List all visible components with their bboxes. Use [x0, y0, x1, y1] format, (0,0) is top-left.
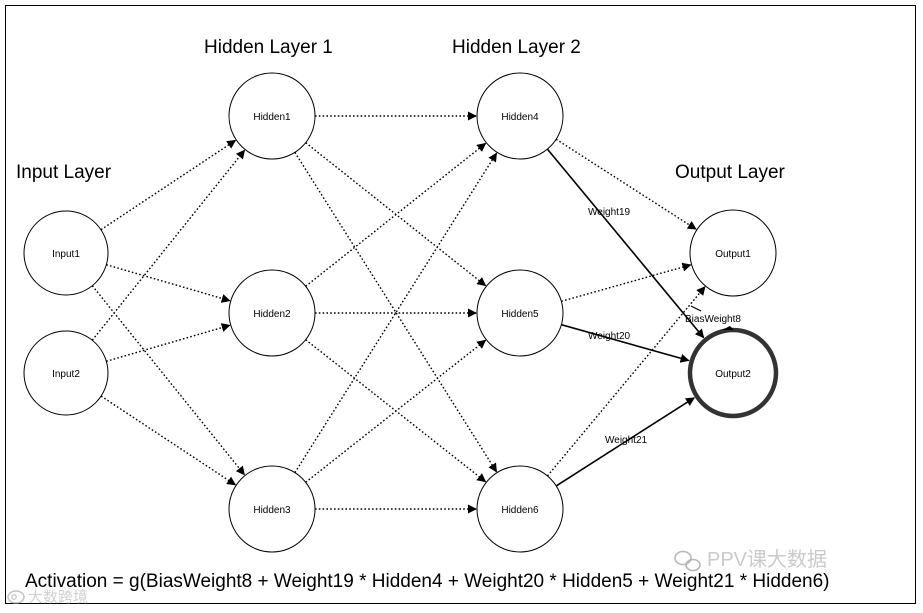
watermark-left: 大数跨境 [7, 588, 88, 606]
edge-hidden4-to-output2 [546, 148, 705, 339]
edge-input1-to-hidden3 [91, 285, 245, 476]
edge-input2-to-hidden1 [91, 149, 246, 341]
node-label-input1: Input1 [52, 249, 80, 260]
edge-label-weight20: Weight20 [588, 331, 631, 342]
layer-title-hidden1: Hidden Layer 1 [204, 37, 333, 58]
node-hidden5: Hidden5 [476, 269, 564, 357]
edge-hidden5-to-output1 [561, 262, 692, 302]
node-input1: Input1 [23, 210, 109, 296]
node-label-output2: Output2 [715, 369, 751, 380]
node-label-hidden1: Hidden1 [253, 112, 291, 123]
edge-input2-to-hidden3 [100, 395, 237, 486]
diagram-border [5, 5, 916, 604]
edges-group [91, 111, 706, 514]
node-label-hidden5: Hidden5 [501, 309, 539, 320]
edge-input2-to-hidden2 [106, 323, 231, 362]
watermark-right-text: PPV课大数据 [707, 548, 827, 571]
edge-hidden3-to-hidden5 [305, 339, 487, 483]
bias-arrowhead [722, 326, 734, 330]
node-label-hidden6: Hidden6 [501, 505, 539, 516]
node-label-hidden4: Hidden4 [501, 112, 539, 123]
bias-tick [690, 305, 702, 312]
node-label-hidden3: Hidden3 [253, 505, 291, 516]
node-output1: Output1 [689, 209, 777, 297]
node-output2: Output2 [687, 327, 779, 419]
edge-hidden6-to-output2 [555, 397, 695, 487]
edge-hidden5-to-output2 [561, 323, 690, 363]
edge-input1-to-hidden2 [106, 264, 231, 303]
node-hidden3: Hidden3 [228, 465, 316, 553]
layer-title-output: Output Layer [675, 162, 786, 183]
layer-title-input: Input Layer [16, 162, 112, 183]
watermark-left-text: 大数跨境 [28, 588, 88, 606]
node-hidden6: Hidden6 [476, 465, 564, 553]
weibo-icon [7, 590, 25, 604]
watermark-right: PPV课大数据 [674, 548, 827, 572]
nodes-group: Input1 Input2 Hidden1 Hidden2 Hidden3 Hi… [23, 72, 779, 553]
edge-hidden6-to-output1 [546, 286, 706, 477]
edge-hidden2-to-hidden4 [305, 142, 487, 287]
edge-hidden4-to-output1 [555, 138, 697, 230]
node-hidden1: Hidden1 [228, 72, 316, 160]
edge-label-weight19: Weight19 [588, 207, 631, 218]
wechat-icon [674, 550, 701, 572]
layer-title-hidden2: Hidden Layer 2 [452, 37, 581, 58]
edge-label-weight21: Weight21 [605, 435, 648, 446]
node-label-output1: Output1 [715, 249, 751, 260]
activation-formula: Activation = g(BiasWeight8 + Weight19 * … [25, 571, 830, 592]
node-label-hidden2: Hidden2 [253, 309, 291, 320]
node-input2: Input2 [23, 330, 109, 416]
edge-input1-to-hidden1 [100, 139, 237, 231]
node-hidden4: Hidden4 [476, 72, 564, 160]
node-hidden2: Hidden2 [228, 269, 316, 357]
edge-label-bias: BiasWeight8 [685, 314, 741, 325]
node-label-input2: Input2 [52, 369, 80, 380]
